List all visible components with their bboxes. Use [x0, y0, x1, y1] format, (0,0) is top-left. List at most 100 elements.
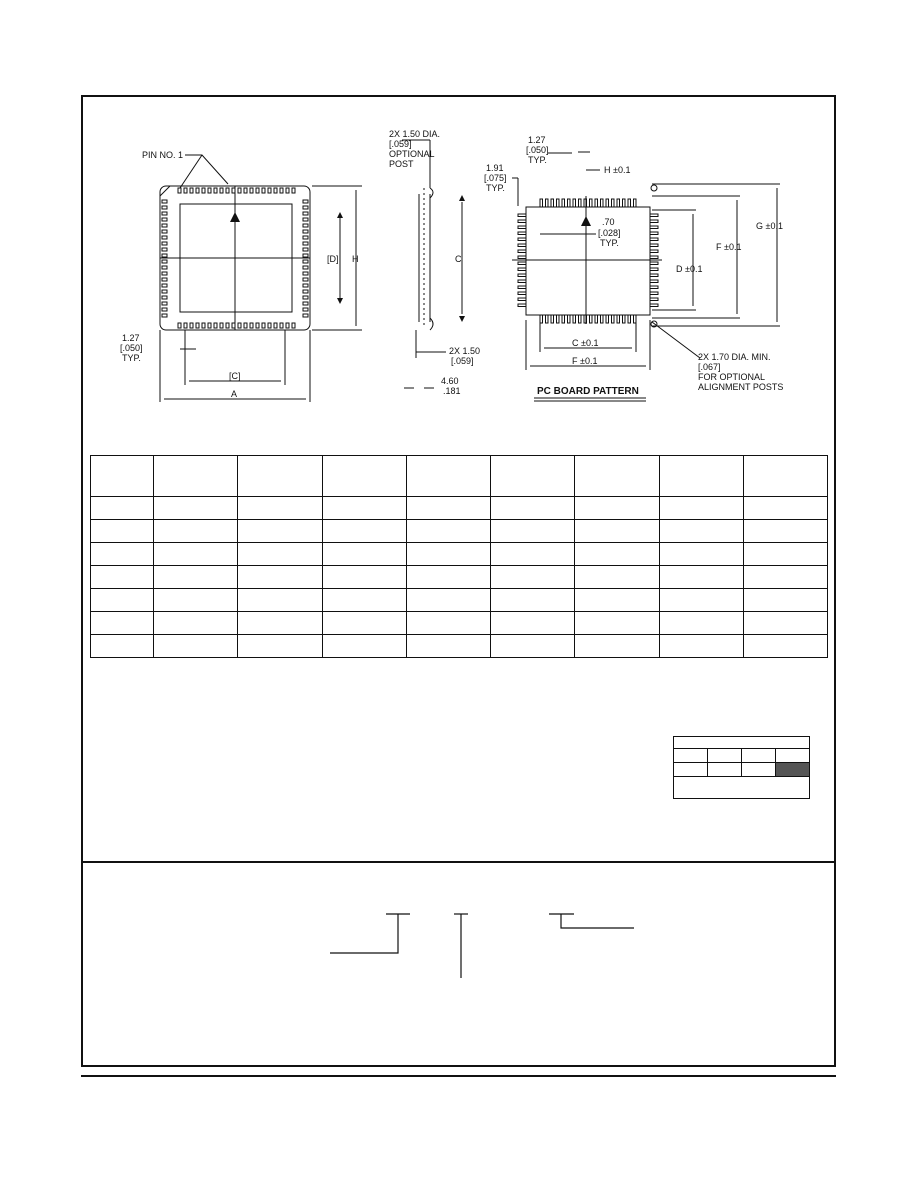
side-height-in: .181 — [443, 386, 461, 396]
table-row — [90, 496, 829, 520]
pin-pad — [302, 247, 309, 252]
pin-pad — [517, 243, 527, 247]
pin-pad — [161, 229, 168, 234]
pin-pad — [183, 187, 188, 194]
ordering-code-diagram — [330, 913, 634, 978]
pin-pad — [578, 314, 582, 324]
pin-pad — [517, 285, 527, 289]
pin-pad — [273, 187, 278, 194]
pin-pad — [517, 225, 527, 229]
pin-pad — [302, 277, 309, 282]
pin-pad — [649, 225, 659, 229]
pin-pad — [611, 198, 615, 208]
pin-pad — [649, 237, 659, 241]
pin-pad — [302, 289, 309, 294]
side-post-dia: 2X 1.50 — [449, 346, 480, 356]
pin-pad — [161, 253, 168, 258]
pcb-pitch-typ: TYP. — [528, 155, 547, 165]
table-row — [90, 519, 829, 543]
pcb-pad-typ: TYP. — [486, 183, 505, 193]
pcb-pad-mm: 1.91 — [486, 163, 504, 173]
pin-pad — [539, 314, 543, 324]
pin-pad — [161, 295, 168, 300]
pin-pad — [302, 271, 309, 276]
pin-pad — [302, 265, 309, 270]
pin-pad — [267, 187, 272, 194]
pcb-pattern — [512, 151, 780, 402]
label-d: [D] — [327, 254, 339, 264]
label-a: A — [231, 389, 237, 399]
pin-pad — [161, 301, 168, 306]
pin-pad — [578, 198, 582, 208]
pin-pad — [225, 187, 230, 194]
pin-pad — [616, 314, 620, 324]
pin-pad — [302, 229, 309, 234]
pin-pad — [261, 187, 266, 194]
table-row — [90, 634, 829, 658]
pin-pad — [225, 322, 230, 329]
side-c: C — [455, 254, 462, 264]
footer-rule — [81, 1075, 836, 1077]
pin1-arrow-icon — [230, 212, 240, 222]
pitch-mm: 1.27 — [122, 333, 140, 343]
pin-pad — [567, 314, 571, 324]
pin-pad — [195, 187, 200, 194]
right-pin-row — [302, 199, 309, 318]
pin-pad — [622, 314, 626, 324]
pitch-typ: TYP. — [122, 353, 141, 363]
pin-pad — [517, 273, 527, 277]
pin-pad — [255, 187, 260, 194]
pcb-title: PC BOARD PATTERN — [537, 386, 639, 397]
drawing-frame — [81, 95, 836, 1067]
pin-pad — [556, 198, 560, 208]
pin-pad — [572, 198, 576, 208]
pcb-pad-in: [.075] — [484, 173, 507, 183]
pin-pad — [517, 231, 527, 235]
pin-pad — [161, 205, 168, 210]
pin-pad — [649, 285, 659, 289]
pcb-width-mm: .70 — [602, 217, 615, 227]
pin-pad — [517, 291, 527, 295]
pcb-bottom-pads — [539, 314, 637, 324]
pin-pad — [302, 259, 309, 264]
pin-pad — [207, 322, 212, 329]
pin-pad — [605, 198, 609, 208]
pin-pad — [177, 322, 182, 329]
pin-pad — [589, 198, 593, 208]
side-dia: 2X 1.50 DIA. — [389, 129, 440, 139]
pin-pad — [291, 322, 296, 329]
pin-pad — [517, 279, 527, 283]
table-row — [90, 455, 829, 497]
pin-pad — [249, 322, 254, 329]
pin-pad — [279, 187, 284, 194]
pcb-top-pads — [539, 198, 637, 208]
pin-pad — [550, 314, 554, 324]
table-row — [90, 588, 829, 612]
pin-pad — [649, 249, 659, 253]
pin-pad — [291, 187, 296, 194]
pcb-right-pads — [649, 213, 659, 307]
pin-pad — [517, 267, 527, 271]
pin-pad — [517, 249, 527, 253]
pin-pad — [302, 217, 309, 222]
top-pin-row — [177, 187, 296, 194]
pin-pad — [517, 303, 527, 307]
side-height-mm: 4.60 — [441, 376, 459, 386]
pin-pad — [302, 295, 309, 300]
pin-pad — [649, 303, 659, 307]
pcb-align-posts: ALIGNMENT POSTS — [698, 382, 783, 392]
pin-pad — [219, 187, 224, 194]
pin-pad — [213, 322, 218, 329]
pin-pad — [633, 198, 637, 208]
label-h: H — [352, 254, 359, 264]
pin-pad — [213, 187, 218, 194]
pin-pad — [611, 314, 615, 324]
pin-pad — [161, 247, 168, 252]
pcb-h: H ±0.1 — [604, 165, 630, 175]
pcb-c: C ±0.1 — [572, 338, 598, 348]
pin-pad — [161, 283, 168, 288]
pcb-width-typ: TYP. — [600, 238, 619, 248]
pin-pad — [189, 322, 194, 329]
side-post-dia-in: [.059] — [451, 356, 474, 366]
pin-pad — [539, 198, 543, 208]
